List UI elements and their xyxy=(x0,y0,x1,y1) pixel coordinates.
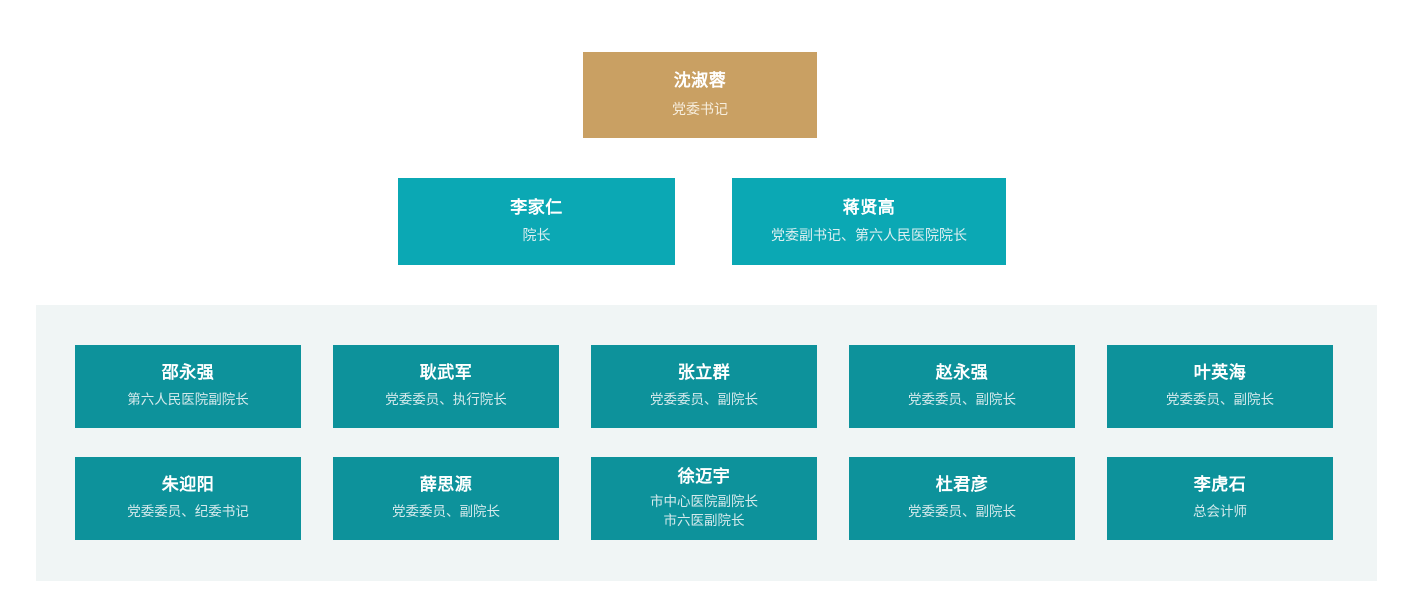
org-card-title: 党委书记 xyxy=(672,100,728,117)
org-card-level3-4[interactable]: 赵永强 党委委员、副院长 xyxy=(849,345,1075,428)
org-card-name: 叶英海 xyxy=(1193,363,1247,383)
org-card-title: 总会计师 xyxy=(1193,504,1247,520)
org-card-title: 第六人民医院副院长 xyxy=(127,392,249,408)
org-card-name: 沈淑蓉 xyxy=(673,71,727,91)
org-card-title: 党委委员、副院长 xyxy=(908,504,1016,520)
org-card-level3-10[interactable]: 李虎石 总会计师 xyxy=(1107,457,1333,540)
org-card-name: 薛思源 xyxy=(419,475,473,495)
org-card-name: 徐迈宇 xyxy=(677,466,731,486)
org-card-title: 党委副书记、第六人民医院院长 xyxy=(771,227,967,244)
org-card-level1[interactable]: 沈淑蓉 党委书记 xyxy=(583,52,817,138)
org-card-name: 邵永强 xyxy=(161,363,215,383)
org-card-level3-1[interactable]: 邵永强 第六人民医院副院长 xyxy=(75,345,301,428)
org-card-title: 党委委员、纪委书记 xyxy=(127,504,249,520)
org-card-title: 党委委员、副院长 xyxy=(392,504,500,520)
org-card-title: 党委委员、副院长 xyxy=(1166,392,1274,408)
org-card-level2-1[interactable]: 李家仁 院长 xyxy=(398,178,675,265)
org-card-name: 杜君彦 xyxy=(935,475,989,495)
org-card-name: 李家仁 xyxy=(510,197,563,217)
org-card-title: 市中心医院副院长 市六医副院长 xyxy=(650,492,758,531)
org-card-title: 党委委员、副院长 xyxy=(908,392,1016,408)
org-card-title-line1: 市中心医院副院长 xyxy=(650,493,758,509)
org-card-level3-9[interactable]: 杜君彦 党委委员、副院长 xyxy=(849,457,1075,540)
org-card-title-line2: 市六医副院长 xyxy=(663,513,745,529)
org-card-level3-6[interactable]: 朱迎阳 党委委员、纪委书记 xyxy=(75,457,301,540)
org-level3-panel: 邵永强 第六人民医院副院长 耿武军 党委委员、执行院长 张立群 党委委员、副院长… xyxy=(36,305,1377,581)
org-card-level2-2[interactable]: 蒋贤高 党委副书记、第六人民医院院长 xyxy=(732,178,1006,265)
org-card-level3-7[interactable]: 薛思源 党委委员、副院长 xyxy=(333,457,559,540)
org-card-name: 蒋贤高 xyxy=(842,197,896,217)
org-card-title: 党委委员、执行院长 xyxy=(385,392,507,408)
org-level3-grid: 邵永强 第六人民医院副院长 耿武军 党委委员、执行院长 张立群 党委委员、副院长… xyxy=(75,345,1333,540)
org-card-level3-3[interactable]: 张立群 党委委员、副院长 xyxy=(591,345,817,428)
org-card-title: 院长 xyxy=(522,227,551,244)
org-card-name: 张立群 xyxy=(677,363,731,383)
org-card-level3-2[interactable]: 耿武军 党委委员、执行院长 xyxy=(333,345,559,428)
org-card-name: 赵永强 xyxy=(935,363,989,383)
org-card-name: 朱迎阳 xyxy=(161,475,215,495)
org-card-title: 党委委员、副院长 xyxy=(650,392,758,408)
org-card-level3-5[interactable]: 叶英海 党委委员、副院长 xyxy=(1107,345,1333,428)
org-card-name: 耿武军 xyxy=(419,363,473,383)
org-card-level3-8[interactable]: 徐迈宇 市中心医院副院长 市六医副院长 xyxy=(591,457,817,540)
org-card-name: 李虎石 xyxy=(1193,475,1247,495)
